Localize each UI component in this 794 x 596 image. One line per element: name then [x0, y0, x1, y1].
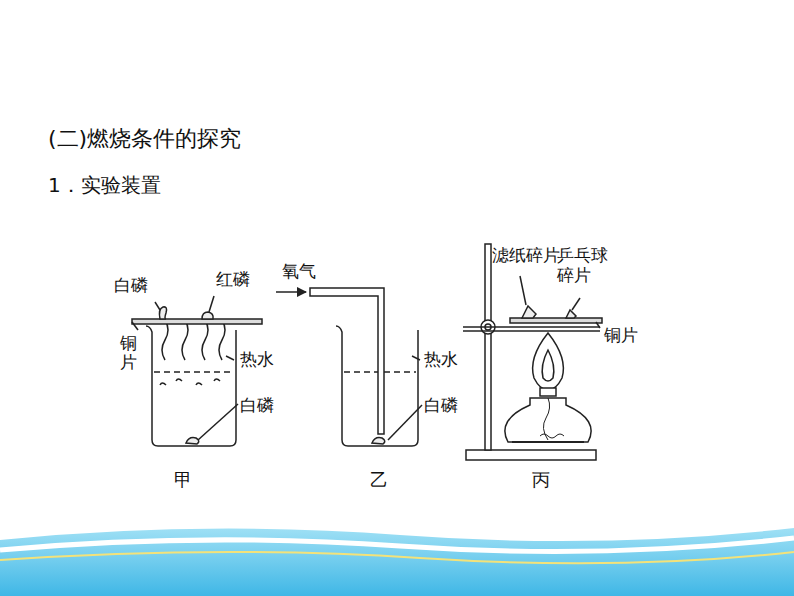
slide-title: (二)燃烧条件的探究	[48, 124, 241, 154]
section-heading: 1．实验装置	[48, 174, 161, 197]
part-label: 氧气	[282, 262, 316, 282]
part-label: 热水	[240, 350, 274, 370]
part-label: 白磷	[114, 276, 148, 296]
part-label: 白磷	[424, 396, 458, 416]
part-label: 热水	[424, 350, 458, 370]
part-label: 乙	[370, 470, 388, 491]
part-label: 铜片	[120, 334, 137, 371]
part-label: 白磷	[240, 396, 274, 416]
part-label: 红磷	[216, 270, 250, 290]
part-label: 甲	[174, 470, 192, 491]
part-label: 滤纸碎片	[492, 246, 560, 266]
part-label: 丙	[532, 470, 550, 491]
part-label: 乒乓球碎片	[557, 246, 608, 285]
part-label: 铜片	[604, 326, 638, 346]
